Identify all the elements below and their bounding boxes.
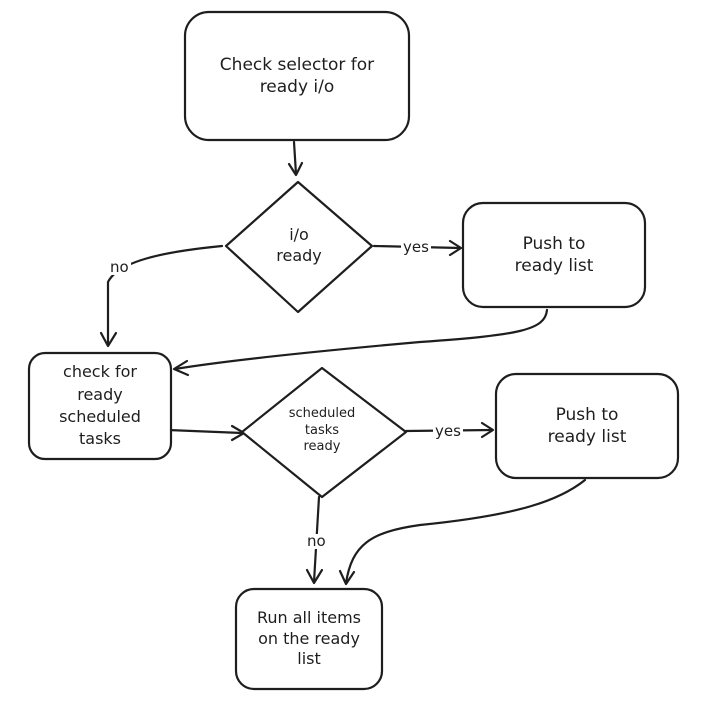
node-push-ready-1-shape: [461, 201, 647, 309]
node-push-ready-2-shape: [494, 372, 680, 480]
edge-sched-yes-arrowhead: [480, 421, 495, 439]
node-check-scheduled-shape: [27, 351, 173, 461]
edge-label-sched-yes: yes: [433, 422, 463, 440]
edge-label-io-no: no: [108, 258, 131, 276]
edge-label-sched-no: no: [305, 532, 328, 550]
edge-io-no: [106, 244, 224, 347]
nodes: [27, 10, 680, 691]
edge-check-to-scheduled-ready: [166, 428, 244, 435]
edge-selector-to-io-ready-arrowhead: [287, 161, 304, 177]
edge-io-no-arrowhead: [99, 331, 118, 348]
edge-push2-to-run-all: [344, 478, 587, 585]
node-io-ready-shape: [224, 180, 374, 314]
edge-sched-no-arrowhead: [305, 568, 324, 585]
edge-selector-to-io-ready: [292, 140, 298, 176]
edge-io-yes-arrowhead: [448, 239, 463, 257]
edge-label-io-yes: yes: [401, 238, 431, 256]
edge-push2-to-run-all-arrowhead: [338, 569, 356, 586]
node-check-selector-shape: [183, 10, 411, 142]
edge-push1-to-check-scheduled-arrowhead: [172, 359, 190, 377]
edge-push1-to-check-scheduled: [173, 308, 549, 371]
node-run-all-shape: [234, 587, 384, 691]
node-scheduled-ready-shape: [240, 366, 408, 499]
